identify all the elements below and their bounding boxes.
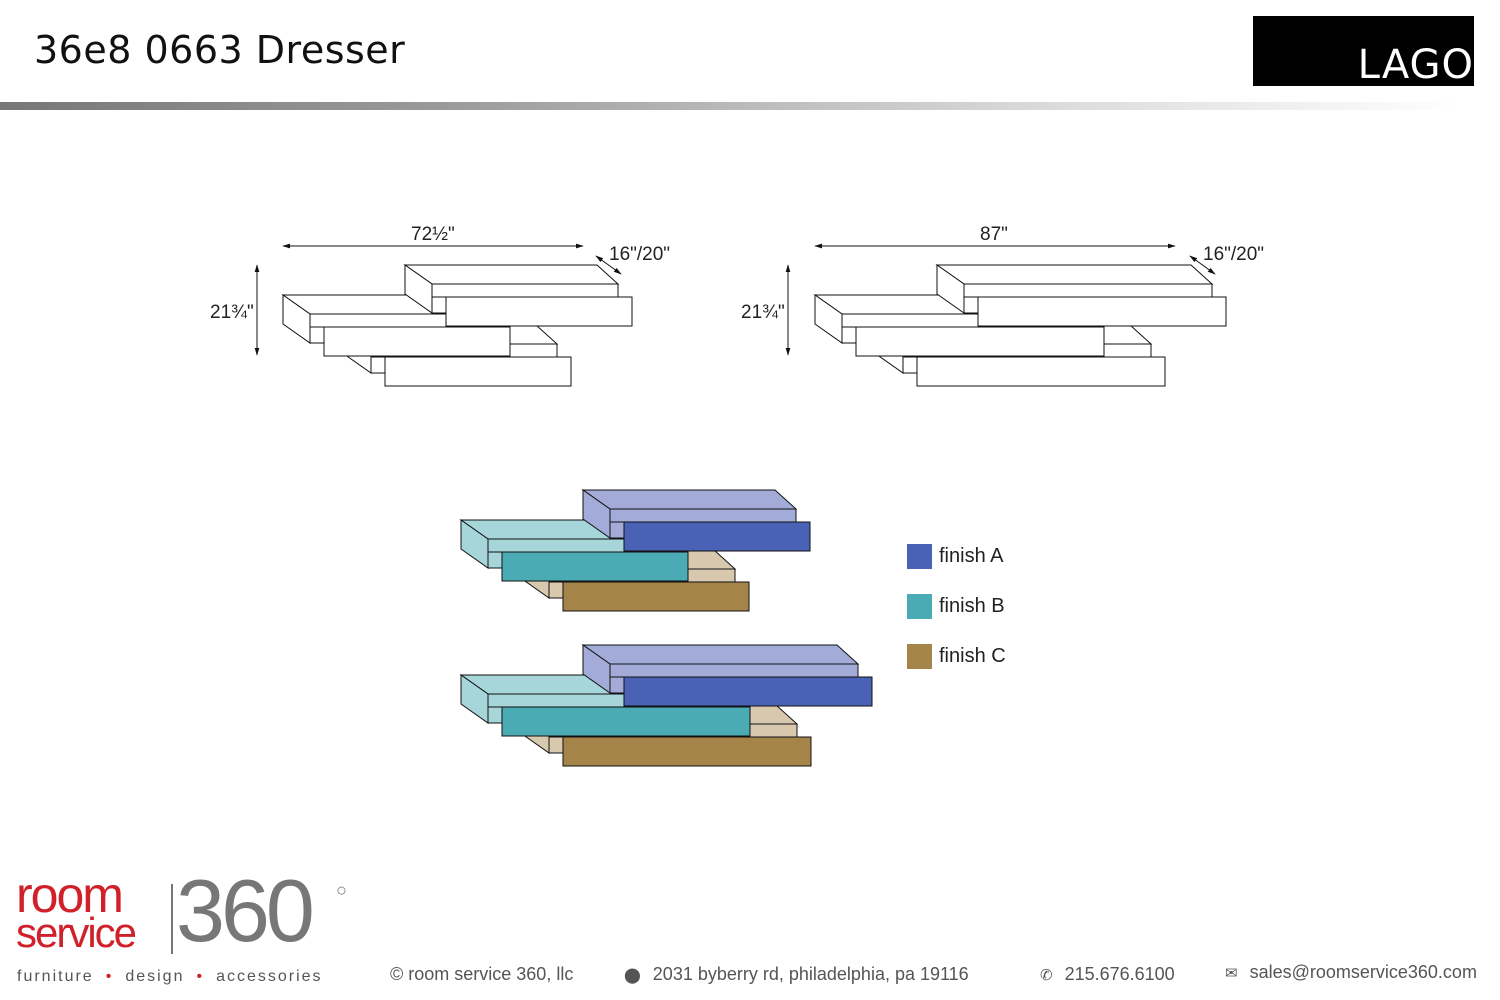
copyright: © room service 360, llc xyxy=(390,964,574,984)
width-label: 87" xyxy=(980,224,1008,245)
drawer-side xyxy=(548,581,564,599)
width-label: 72½" xyxy=(411,224,455,245)
dresser-72in-line-drawing xyxy=(281,264,633,387)
finish-b-swatch xyxy=(907,594,932,619)
drawer-front xyxy=(384,356,572,387)
drawer-side xyxy=(902,356,918,374)
drawer-front xyxy=(323,326,511,357)
dresser-87in-line-drawing xyxy=(813,264,1227,387)
drawer-side xyxy=(548,736,564,754)
height-label: 21¾" xyxy=(210,302,254,323)
legend-item-finish-a: finish A xyxy=(907,544,1006,569)
drawer-side xyxy=(609,521,625,539)
drawer-front xyxy=(916,356,1166,387)
module-top-finish-a xyxy=(581,644,873,707)
carcass-front xyxy=(609,508,797,523)
finish-c-swatch xyxy=(907,644,932,669)
drawer-front xyxy=(501,551,689,582)
tagline: furniture•design•accessories xyxy=(17,968,323,985)
drawer-side xyxy=(963,296,979,314)
drawer-front xyxy=(623,676,873,707)
height-label: 21¾" xyxy=(741,302,785,323)
drawer-side xyxy=(841,326,857,344)
dresser-87in-finishes xyxy=(459,644,873,767)
finish-legend: finish A finish B finish C xyxy=(907,544,1006,694)
carcass-top xyxy=(403,264,620,285)
drawer-side xyxy=(487,551,503,569)
carcass-top xyxy=(581,489,798,510)
carcass-top xyxy=(581,644,860,665)
drawer-side xyxy=(487,706,503,724)
module-top-finish-a xyxy=(581,489,811,552)
dimensions-87in: 87" 16"/20" 21¾" xyxy=(741,224,1264,356)
carcass-top xyxy=(935,264,1214,285)
email[interactable]: ✉sales@roomservice360.com xyxy=(1225,962,1477,982)
drawer-front xyxy=(445,296,633,327)
page-title: 36e8 0663 Dresser xyxy=(34,28,406,72)
drawer-front xyxy=(977,296,1227,327)
legend-item-finish-c: finish C xyxy=(907,644,1006,669)
drawer-front xyxy=(623,521,811,552)
map-pin-icon: ⬤ xyxy=(624,967,641,984)
finish-a-swatch xyxy=(907,544,932,569)
header-divider xyxy=(0,102,1460,110)
drawer-side xyxy=(609,676,625,694)
drawer-front xyxy=(562,581,750,612)
carcass-front xyxy=(963,283,1213,298)
dresser-72in-finishes xyxy=(459,489,811,612)
depth-label: 16"/20" xyxy=(1203,244,1264,265)
drawer-front xyxy=(855,326,1105,357)
legend-item-finish-b: finish B xyxy=(907,594,1006,619)
phone: ✆215.676.6100 xyxy=(1040,964,1175,984)
carcass-front xyxy=(609,663,859,678)
envelope-icon: ✉ xyxy=(1225,965,1238,982)
module-top-finish-a xyxy=(403,264,633,327)
dimensions-72in: 72½" 16"/20" 21¾" xyxy=(210,224,670,356)
drawer-side xyxy=(309,326,325,344)
drawer-side xyxy=(431,296,447,314)
address: ⬤2031 byberry rd, philadelphia, pa 19116 xyxy=(624,964,969,984)
drawer-front xyxy=(562,736,812,767)
phone-icon: ✆ xyxy=(1040,967,1053,984)
drawer-side xyxy=(370,356,386,374)
module-top-finish-a xyxy=(935,264,1227,327)
depth-label: 16"/20" xyxy=(609,244,670,265)
carcass-front xyxy=(431,283,619,298)
lago-logo: LAGO xyxy=(1253,16,1474,88)
drawer-front xyxy=(501,706,751,737)
